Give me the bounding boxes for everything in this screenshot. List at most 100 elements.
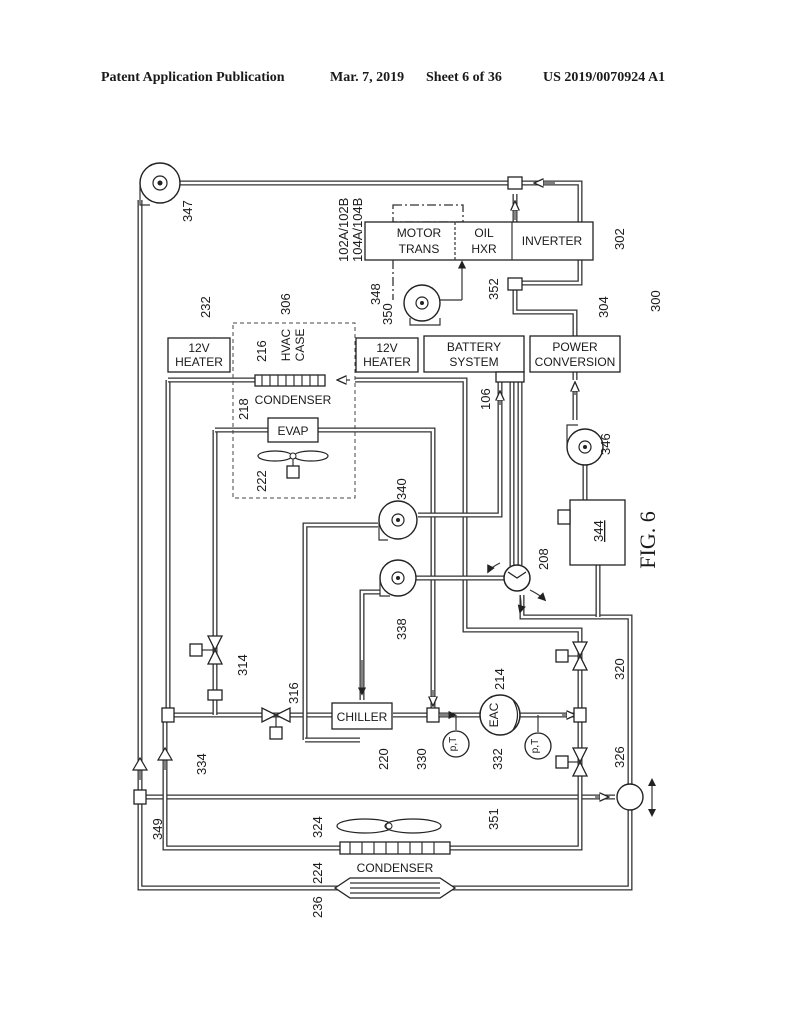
ref-236: 236 bbox=[310, 896, 325, 918]
check-valve-349 bbox=[131, 756, 149, 771]
evap-box bbox=[267, 417, 319, 443]
pump-340 bbox=[378, 500, 418, 541]
ref-352: 352 bbox=[486, 278, 501, 300]
oil-pump-348 bbox=[403, 284, 462, 326]
ref-344: 344 bbox=[591, 520, 606, 542]
publication-number: US 2019/0070924 A1 bbox=[543, 70, 666, 85]
ref-338: 338 bbox=[394, 618, 409, 640]
heater-right-box bbox=[355, 337, 419, 373]
heater-right-line2: HEATER bbox=[363, 355, 411, 369]
ref-348: 348 bbox=[368, 283, 383, 305]
heater-right-line1: 12V bbox=[376, 341, 397, 355]
ref-347: 347 bbox=[180, 200, 195, 222]
condenser-bottom-label: CONDENSER bbox=[357, 861, 434, 875]
ref-214: 214 bbox=[492, 668, 507, 690]
inverter-label: INVERTER bbox=[522, 234, 583, 248]
pt-sensor-330-label: p,T bbox=[448, 737, 459, 751]
expansion-valve-320 bbox=[555, 641, 589, 671]
tee-fitting bbox=[133, 789, 147, 805]
ref-346: 346 bbox=[598, 433, 613, 455]
check-valve-334 bbox=[156, 746, 174, 761]
ref-222: 222 bbox=[254, 470, 269, 492]
ref-208: 208 bbox=[536, 548, 551, 570]
power-conversion-line2: CONVERSION bbox=[535, 355, 616, 369]
oil-hxr-label-line2: HXR bbox=[471, 242, 497, 256]
tee-fitting bbox=[573, 707, 587, 723]
pt-sensor-332-label: p,T bbox=[530, 739, 541, 753]
ref-224: 224 bbox=[310, 862, 325, 884]
hvac-case-label-line2: CASE bbox=[293, 329, 307, 362]
multi-way-valve-208 bbox=[487, 562, 547, 614]
ref-106: 106 bbox=[478, 388, 493, 410]
ref-216: 216 bbox=[254, 340, 269, 362]
hvac-case-label-line1: HVAC bbox=[279, 328, 293, 361]
pt-sensor-330 bbox=[442, 715, 470, 758]
figure-label: FIG. 6 bbox=[635, 511, 660, 568]
ref-302: 302 bbox=[612, 228, 627, 250]
expansion-valve-326 bbox=[555, 747, 589, 777]
tee-fitting bbox=[426, 707, 440, 723]
chiller-box bbox=[331, 702, 393, 730]
ref-306: 306 bbox=[278, 293, 293, 315]
tee-fitting bbox=[507, 176, 523, 190]
reference-numerals: 347 102A/102B 104A/104B 348 350 352 302 … bbox=[150, 198, 663, 918]
radiator-236 bbox=[333, 877, 457, 899]
ref-334: 334 bbox=[194, 753, 209, 775]
eac-compressor bbox=[479, 694, 521, 736]
condenser-fan-icon bbox=[336, 818, 442, 834]
heater-left-line1: 12V bbox=[188, 341, 209, 355]
ref-350: 350 bbox=[380, 303, 395, 325]
reservoir-344 bbox=[557, 499, 626, 566]
ref-349: 349 bbox=[150, 818, 165, 840]
pump-346 bbox=[566, 424, 604, 466]
publication-type: Patent Application Publication bbox=[101, 70, 285, 85]
battery-system-line1: BATTERY bbox=[447, 340, 501, 354]
ref-300: 300 bbox=[648, 290, 663, 312]
ref-218: 218 bbox=[236, 398, 251, 420]
bottom-condenser bbox=[339, 841, 451, 855]
sheet-number: Sheet 6 of 36 bbox=[426, 70, 502, 85]
expansion-valve-316 bbox=[261, 706, 291, 740]
page-header: Patent Application Publication Mar. 7, 2… bbox=[0, 66, 791, 90]
ref-220: 220 bbox=[376, 748, 391, 770]
chiller-label: CHILLER bbox=[337, 710, 388, 724]
ref-324: 324 bbox=[310, 816, 325, 838]
ref-351: 351 bbox=[486, 808, 501, 830]
ref-314: 314 bbox=[235, 654, 250, 676]
ref-330: 330 bbox=[414, 748, 429, 770]
battery-ports bbox=[495, 371, 525, 383]
ref-304: 304 bbox=[596, 296, 611, 318]
ref-232: 232 bbox=[198, 296, 213, 318]
ref-104: 104A/104B bbox=[350, 198, 365, 262]
tee-fitting bbox=[507, 277, 523, 291]
pipe-network bbox=[137, 180, 633, 891]
coolant-pump-347 bbox=[139, 162, 181, 206]
hvac-case-boundary bbox=[232, 322, 356, 499]
heater-left-line2: HEATER bbox=[175, 355, 223, 369]
tee-fitting bbox=[161, 707, 175, 723]
battery-system-box bbox=[423, 335, 525, 373]
ref-326: 326 bbox=[612, 746, 627, 768]
expansion-valve-314 bbox=[189, 635, 224, 701]
pt-sensor-332 bbox=[524, 715, 552, 760]
oil-hxr-label-line1: OIL bbox=[474, 226, 494, 240]
pump-338 bbox=[379, 559, 417, 597]
ref-316: 316 bbox=[286, 682, 301, 704]
ref-102: 102A/102B bbox=[336, 198, 351, 262]
motor-trans-label-line1: MOTOR bbox=[397, 226, 442, 240]
blower-fan-icon bbox=[257, 450, 329, 479]
ref-320: 320 bbox=[612, 658, 627, 680]
hvac-condenser bbox=[254, 374, 326, 387]
evap-label: EVAP bbox=[277, 424, 308, 438]
heater-232-box bbox=[167, 337, 231, 373]
ref-340: 340 bbox=[394, 478, 409, 500]
drive-unit bbox=[364, 204, 594, 300]
eac-label: EAC bbox=[487, 702, 501, 727]
power-conversion-line1: POWER bbox=[552, 340, 598, 354]
condenser-top-label: CONDENSER bbox=[255, 393, 332, 407]
publication-date: Mar. 7, 2019 bbox=[330, 70, 405, 85]
motor-trans-label-line2: TRANS bbox=[399, 242, 440, 256]
flow-valve-right bbox=[616, 778, 656, 817]
power-conversion-box bbox=[529, 335, 621, 373]
